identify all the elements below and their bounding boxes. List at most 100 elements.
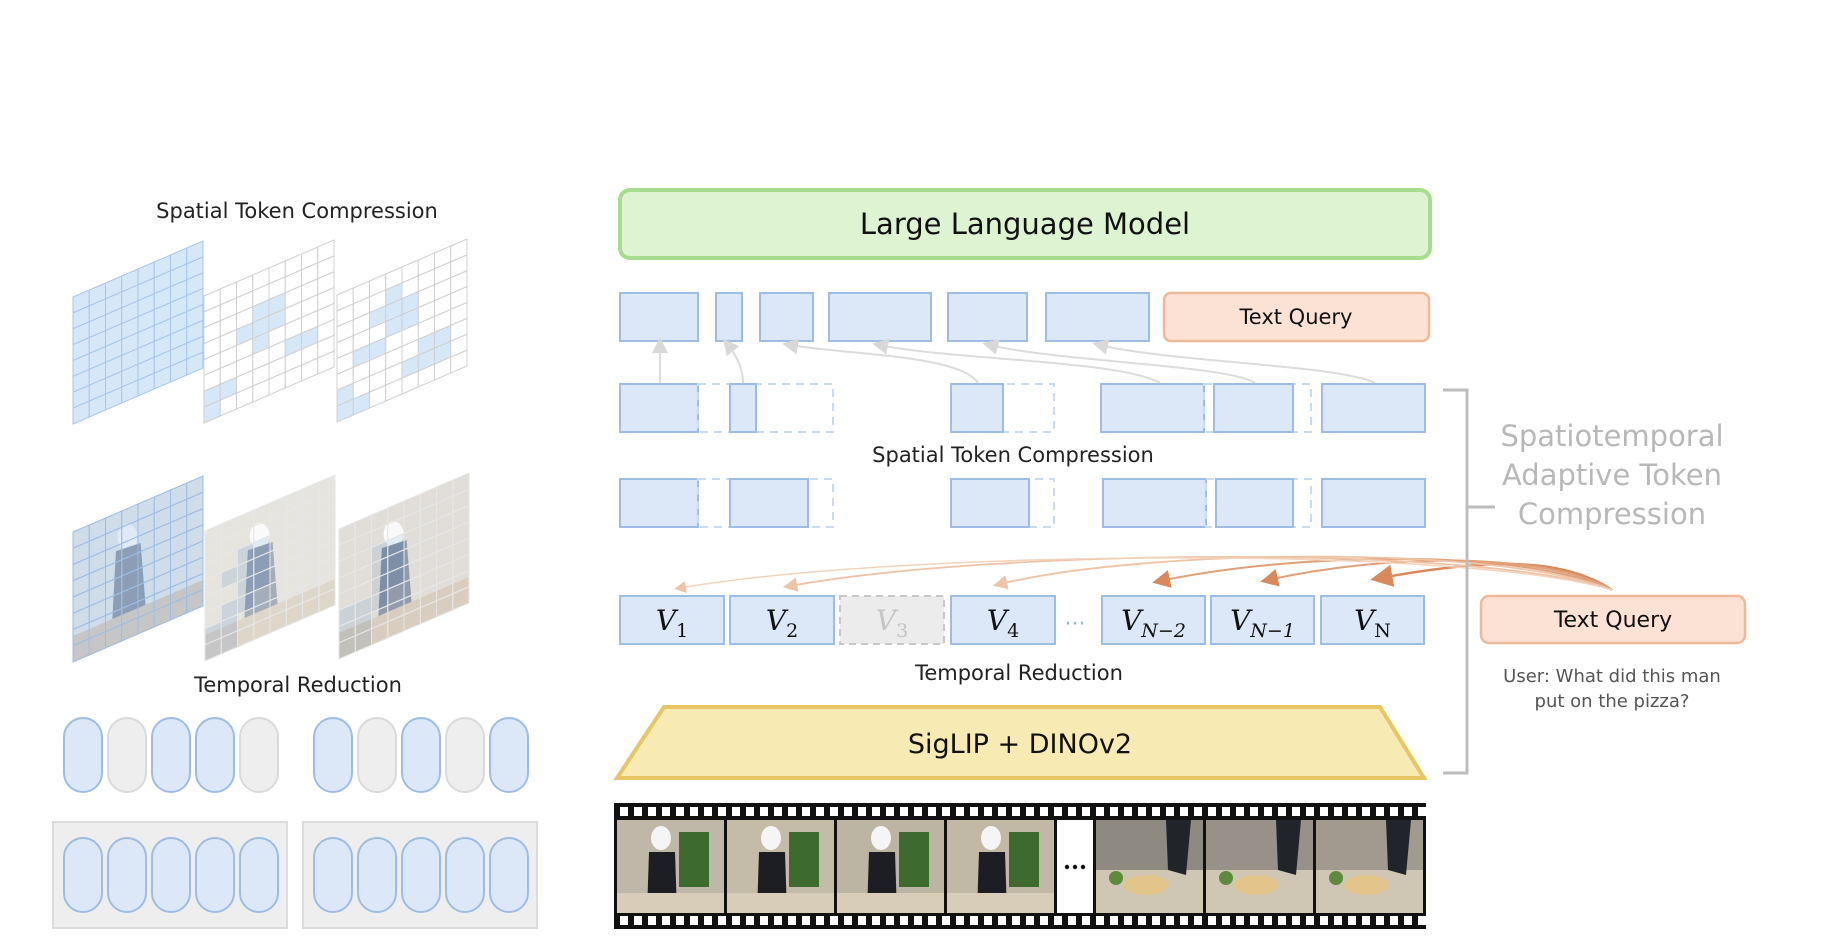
sprocket-hole [648, 916, 656, 925]
frame-pill [445, 837, 485, 913]
token-box [1100, 383, 1205, 433]
sprocket-hole [984, 916, 992, 925]
ellipsis-dot [1080, 864, 1086, 870]
token-box [619, 478, 699, 528]
stc-title-line3: Compression [1518, 497, 1706, 531]
sprocket-hole [1054, 807, 1062, 816]
frame-token-label: V3 [876, 604, 908, 642]
frame-token [1101, 595, 1206, 645]
dropped-frame-pill [107, 717, 147, 793]
sprocket-hole [1124, 807, 1132, 816]
compressed-row-1 [619, 383, 1426, 433]
sprocket-hole [1306, 916, 1314, 925]
grid-cell [317, 350, 335, 375]
sprocket-hole [1166, 807, 1174, 816]
person-head [651, 826, 671, 850]
left-temporal-title: Temporal Reduction [193, 673, 402, 697]
sprocket-hole [998, 916, 1006, 925]
sprocket-hole [1152, 807, 1160, 816]
sprocket-hole [690, 916, 698, 925]
sprocket-hole [746, 916, 754, 925]
encoder-block [613, 705, 1428, 780]
stc-title-line2: Adaptive Token [1502, 458, 1722, 492]
sprocket-hole [1404, 916, 1412, 925]
llm-box [618, 188, 1432, 260]
sprocket-hole [774, 916, 782, 925]
frame-grid-3 [338, 472, 470, 660]
sprocket-hole [1390, 916, 1398, 925]
token-box [828, 292, 932, 342]
token-box [619, 383, 699, 433]
frame-pill [239, 837, 279, 913]
sprocket-hole [1236, 916, 1244, 925]
herb-pot [1109, 871, 1123, 885]
frame-pill [107, 837, 147, 913]
wall-plant [679, 832, 709, 887]
frame-pill [63, 837, 103, 913]
sprocket-hole [1320, 916, 1328, 925]
grid-cell [186, 351, 204, 376]
stc-title-line1: Spatiotemporal [1500, 419, 1723, 453]
sprocket-hole [1096, 916, 1104, 925]
sprocket-hole [1180, 916, 1188, 925]
token-grid-compressed-2 [336, 238, 468, 423]
text-query-label: Text Query [1553, 608, 1672, 633]
text-query-box [1479, 594, 1747, 645]
sprocket-hole [844, 807, 852, 816]
counter [947, 893, 1054, 913]
frame-token-label: VN−1 [1230, 604, 1295, 642]
sprocket-hole [1236, 807, 1244, 816]
sprocket-hole [1012, 807, 1020, 816]
sprocket-hole [1180, 807, 1188, 816]
sprocket-hole [830, 916, 838, 925]
token-box [1215, 478, 1294, 528]
token-box [1045, 292, 1150, 342]
sprocket-hole [970, 807, 978, 816]
sprocket-hole [1166, 916, 1174, 925]
counter [727, 893, 834, 913]
sprocket-hole [788, 916, 796, 925]
person-head [871, 826, 891, 850]
frame-pill [313, 717, 353, 793]
sprocket-hole [774, 807, 782, 816]
spatial-compression-label: Spatial Token Compression [872, 443, 1154, 467]
sprocket-hole [1082, 807, 1090, 816]
sprocket-hole [1264, 916, 1272, 925]
llm-input-tokens [619, 292, 1150, 342]
sprocket-hole [872, 916, 880, 925]
person-head [761, 826, 781, 850]
person-arm [1386, 820, 1411, 875]
sprocket-hole [1376, 916, 1384, 925]
sprocket-hole [1138, 807, 1146, 816]
sprocket-hole [1068, 807, 1076, 816]
token-box [1321, 478, 1426, 528]
sprocket-hole [802, 916, 810, 925]
text-query-token [1162, 291, 1431, 343]
frame-token-label: V4 [987, 604, 1019, 642]
frame-token [1210, 595, 1315, 645]
token-grid-full [72, 240, 204, 425]
sprocket-hole [998, 807, 1006, 816]
sprocket-hole [1138, 916, 1146, 925]
spatial-token-grids [72, 238, 468, 425]
frame-grid-2 [204, 474, 336, 662]
frame-pill [401, 717, 441, 793]
sprocket-hole [1110, 916, 1118, 925]
left-spatial-title: Spatial Token Compression [156, 199, 438, 223]
ellipsis-dot [1072, 864, 1078, 870]
merge-arrows [652, 337, 1376, 384]
sprocket-hole [1334, 807, 1342, 816]
wall-plant [1009, 832, 1039, 887]
spatial-frame-grids [72, 472, 470, 663]
sprocket-hole [844, 916, 852, 925]
sprocket-hole [1390, 807, 1398, 816]
sprocket-hole [718, 916, 726, 925]
frame-pill [401, 837, 441, 913]
person-arm [1276, 820, 1301, 875]
frame-pill [489, 717, 529, 793]
sprocket-hole [914, 916, 922, 925]
token-box [950, 383, 1004, 433]
sprocket-hole [1278, 916, 1286, 925]
sprocket-hole [900, 916, 908, 925]
dropped-frame-pill [357, 717, 397, 793]
